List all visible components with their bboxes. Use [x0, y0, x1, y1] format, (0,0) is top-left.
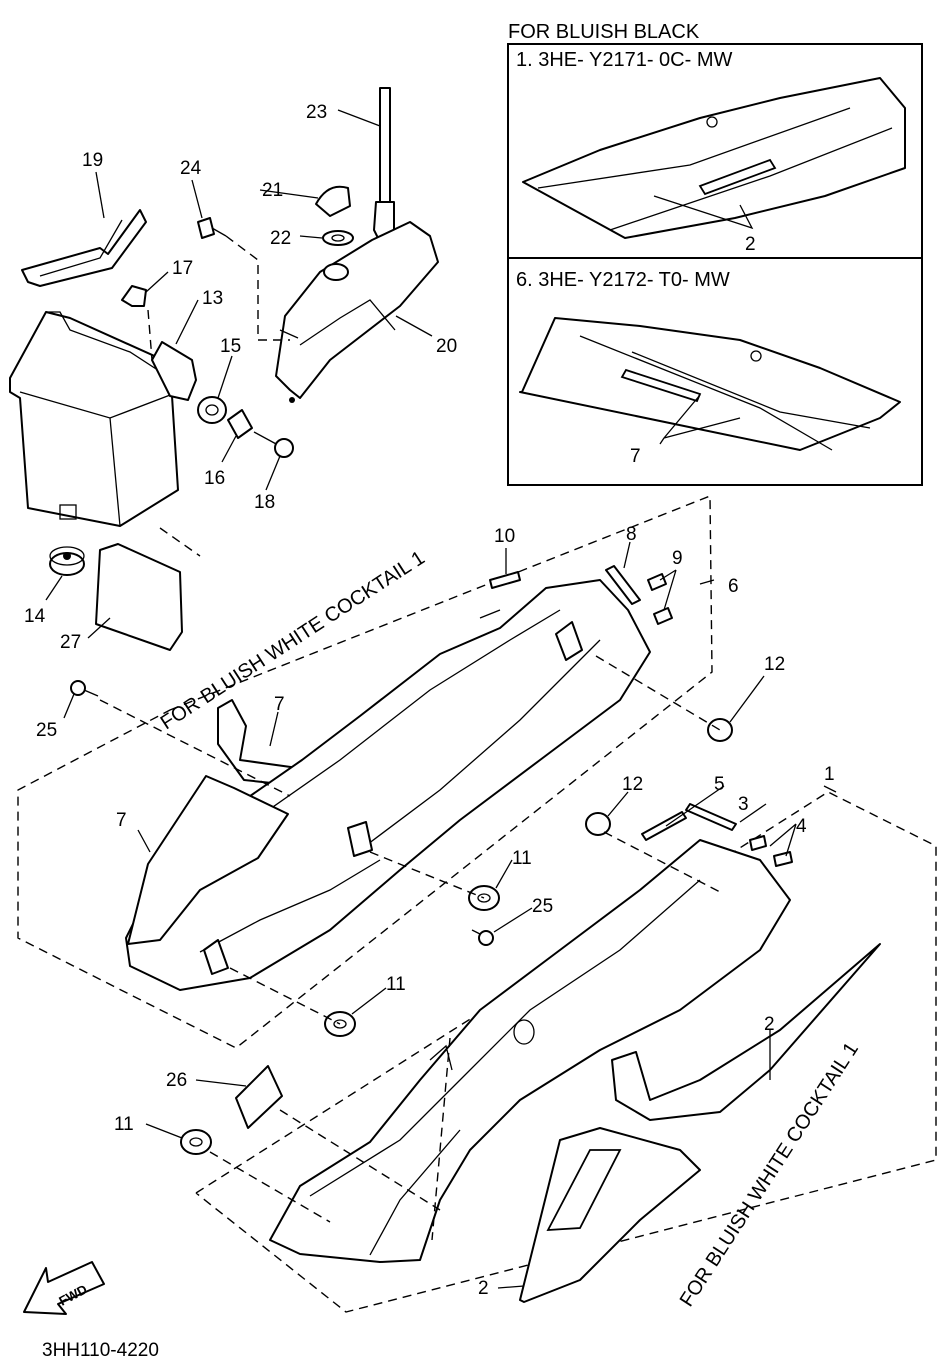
callout-7-lower: 7: [116, 810, 127, 831]
inset-frame: [507, 43, 923, 486]
inset-side-cover-1: 2: [522, 77, 906, 255]
grommet-11-c: [180, 1129, 212, 1155]
inset-emblem-6: [620, 368, 702, 403]
callout-7-upper: 7: [274, 694, 285, 715]
graphic-stripe-2-upper: [611, 943, 881, 1121]
mount-bracket-upper: [555, 621, 583, 661]
callout-12-upper: 12: [764, 654, 785, 675]
cover-panel-7: [127, 775, 289, 945]
dipstick-23: [373, 87, 395, 239]
cap-21: [315, 185, 351, 217]
callout-20: 20: [436, 336, 457, 357]
callout-13: 13: [202, 288, 223, 309]
inset-callout-7: 7: [630, 446, 641, 467]
mount-bracket-middle: [347, 821, 373, 857]
callout-2-upper: 2: [764, 1014, 775, 1035]
inset-part-line-1: 1. 3HE- Y2171- 0C- MW: [516, 49, 732, 71]
oil-tank-20: [275, 221, 439, 403]
clip-9: [647, 573, 673, 625]
tab-8: [605, 565, 641, 605]
stay-13: [151, 341, 197, 401]
callout-9: 9: [672, 548, 683, 569]
callout-16: 16: [204, 468, 225, 489]
callout-12-lower: 12: [622, 774, 643, 795]
callout-1: 1: [824, 764, 835, 785]
inset-side-cover-6: 7: [519, 317, 901, 467]
inset-callout-2: 2: [745, 234, 756, 255]
bluish-black-inset: FOR BLUISH BLACK 1. 3HE- Y2171- 0C- MW 6…: [507, 21, 923, 486]
callout-5: 5: [714, 774, 725, 795]
callout-25-left: 25: [36, 720, 57, 741]
callout-8: 8: [626, 524, 637, 545]
decal-26: [235, 1065, 283, 1129]
grommet-12-b: [585, 812, 611, 836]
battery-band: [21, 209, 147, 287]
callout-17: 17: [172, 258, 193, 279]
side-cover-1: [269, 839, 791, 1263]
callout-10: 10: [494, 526, 515, 547]
callout-18: 18: [254, 492, 275, 513]
callout-4: 4: [796, 816, 807, 837]
side-cover-6: [125, 579, 651, 991]
callout-27: 27: [60, 632, 81, 653]
screw-25-b: [471, 929, 494, 946]
drawing-number: 3HH110-4220: [42, 1340, 159, 1361]
callout-19: 19: [82, 150, 103, 171]
battery-holder-plate: [95, 543, 183, 651]
inset-emblem-1: [698, 158, 777, 196]
callout-24: 24: [180, 158, 202, 179]
callout-23: 23: [306, 102, 327, 123]
callout-3: 3: [738, 794, 749, 815]
tab-3: [685, 803, 737, 831]
grommet-12-a: [707, 718, 733, 742]
callout-25-right: 25: [532, 896, 553, 917]
callout-26: 26: [166, 1070, 187, 1091]
callout-6: 6: [728, 576, 739, 597]
screw-25-a: [70, 680, 99, 697]
genesis-emblem: [546, 1149, 622, 1231]
grommet-15: [197, 396, 227, 424]
tab-5: [641, 811, 687, 841]
bracket-17: [121, 285, 147, 307]
callout-11-lower: 11: [114, 1114, 134, 1135]
clip-4: [749, 835, 793, 867]
callout-2-lower: 2: [478, 1278, 489, 1299]
graphic-stripe-2-lower: [519, 1127, 701, 1303]
inset-heading: FOR BLUISH BLACK: [508, 21, 700, 43]
callout-11-upper: 11: [512, 848, 532, 869]
grommet-11-b: [324, 1011, 356, 1037]
mount-bracket-lower: [203, 939, 229, 975]
washer-22: [322, 230, 354, 246]
group-6-outline: [17, 494, 713, 1049]
tab-10: [489, 571, 521, 589]
callout-15: 15: [220, 336, 241, 357]
bolt-24: [197, 217, 227, 239]
rubber-damper-14: [49, 546, 85, 576]
forward-arrow-icon: FWD: [23, 1261, 105, 1315]
bolt-18: [253, 431, 294, 458]
callout-21: 21: [262, 180, 283, 201]
callout-14: 14: [24, 606, 46, 627]
callout-22: 22: [270, 228, 291, 249]
inset-part-line-6: 6. 3HE- Y2172- T0- MW: [516, 269, 730, 291]
collar-16: [227, 409, 253, 439]
callout-11-middle: 11: [386, 974, 406, 995]
battery-box: [9, 311, 191, 527]
